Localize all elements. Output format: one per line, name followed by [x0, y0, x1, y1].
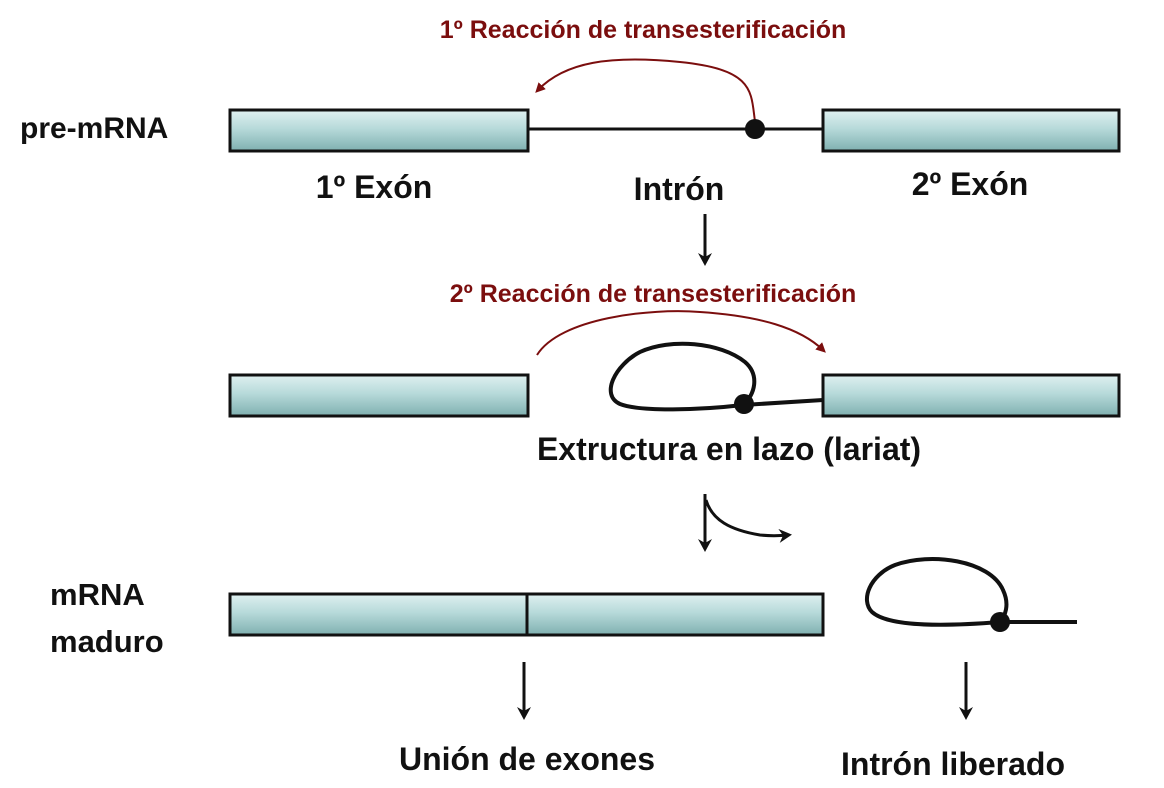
exon-2-bar — [821, 108, 1121, 153]
mature-mrna-label-line2: maduro — [50, 624, 164, 659]
exon-join-label: Unión de exones — [399, 741, 655, 777]
pre-mrna-label: pre-mRNA — [20, 112, 168, 145]
reaction-1-arrow — [535, 58, 757, 129]
mature-mrna-label-line1: mRNA — [50, 577, 145, 612]
lariat-label: Extructura en lazo (lariat) — [537, 431, 921, 467]
reaction-1-label: 1º Reacción de transesterificación — [440, 16, 847, 44]
lariat-branch-dot — [734, 394, 754, 414]
exon-1-label: 1º Exón — [316, 169, 433, 205]
branch-point-dot — [745, 119, 765, 139]
reaction-2-label: 2º Reacción de transesterificación — [450, 280, 857, 308]
exon-1-bar — [228, 108, 530, 153]
released-lariat — [865, 557, 1077, 627]
reaction-2-arrow — [536, 310, 826, 356]
lariat-loop — [608, 341, 824, 412]
intron-label: Intrón — [634, 171, 725, 207]
exon-1-bar-intermediate — [228, 373, 530, 418]
released-intron-label: Intrón liberado — [841, 746, 1065, 782]
released-lariat-dot — [990, 612, 1010, 632]
step-2-arrow-branch — [704, 499, 792, 543]
exon-2-label: 2º Exón — [912, 166, 1029, 202]
exon-2-bar-intermediate — [821, 373, 1121, 418]
